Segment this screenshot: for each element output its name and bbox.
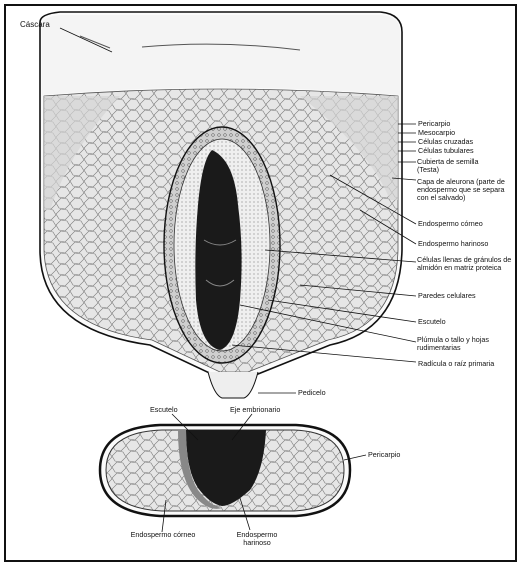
label-pedicelo: Pedicelo (298, 388, 326, 397)
label-celulas-llenas: Células llenas de gránulos de almidón en… (417, 256, 512, 290)
label-eje-embrionario: Eje embrionario (230, 405, 280, 414)
kernel-longitudinal-section (40, 12, 402, 398)
label-escutelo-top: Escutelo (418, 317, 446, 326)
label-cubierta-semilla: Cubierta de semilla (Testa) (417, 158, 499, 180)
label-pericarpio-bottom: Pericarpio (368, 450, 400, 459)
label-celulas-cruzadas: Células cruzadas (418, 137, 474, 146)
label-endospermo-harinoso-bottom: Endospermo harinoso (222, 531, 292, 555)
label-celulas-tubulares: Células tubulares (418, 146, 474, 155)
label-capa-aleurona: Capa de aleurona (parte de endospermo qu… (417, 178, 515, 218)
label-endospermo-corneo: Endospermo córneo (418, 219, 483, 228)
label-mesocarpio: Mesocarpio (418, 128, 455, 137)
label-endospermo-harinoso: Endospermo harinoso (418, 239, 488, 248)
pedicel (208, 372, 258, 398)
label-paredes-celulares: Paredes celulares (418, 291, 476, 300)
label-plumula: Plúmula o tallo y hojas rudimentarias (417, 336, 512, 358)
hull-cap (42, 15, 400, 95)
label-endospermo-corneo-bottom: Endospermo córneo (128, 531, 198, 555)
kernel-cross-section (100, 425, 350, 516)
label-pericarpio: Pericarpio (418, 119, 450, 128)
label-escutelo-bottom: Escutelo (150, 405, 178, 414)
label-radicula: Radícula o raíz primaria (418, 359, 494, 368)
label-cascara: Cáscara (20, 20, 50, 29)
